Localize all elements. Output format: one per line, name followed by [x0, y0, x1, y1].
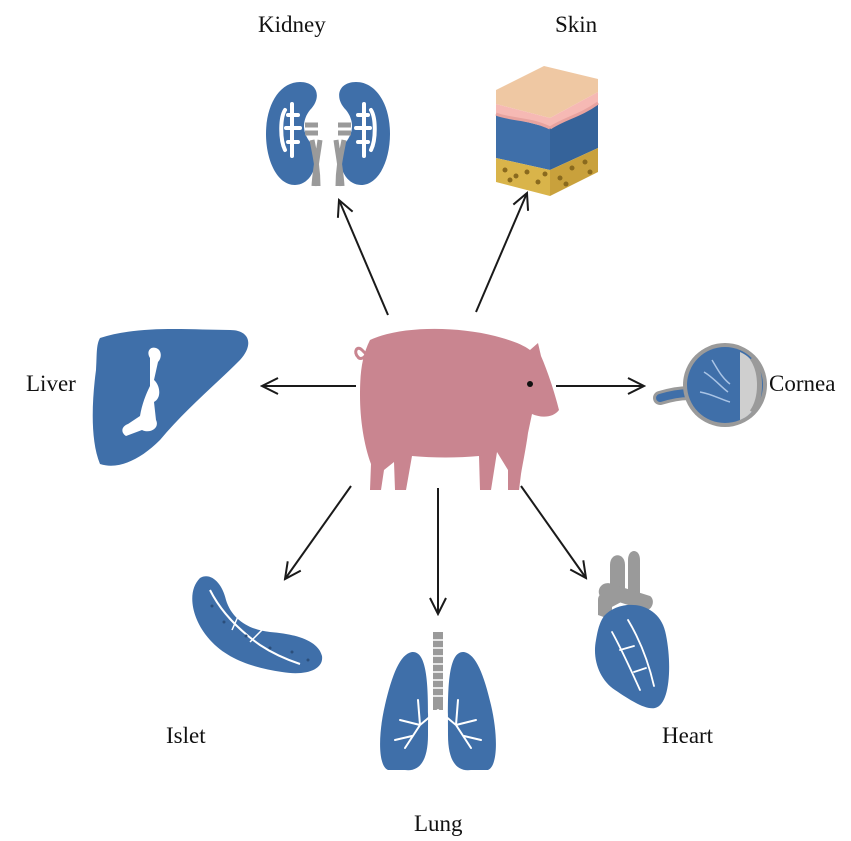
liver-icon [93, 329, 249, 466]
label-islet: Islet [166, 723, 206, 749]
label-skin: Skin [555, 12, 597, 38]
lung-icon [380, 632, 496, 770]
arrow-to-skin [476, 193, 527, 312]
label-cornea: Cornea [769, 371, 835, 397]
heart-icon [595, 551, 669, 708]
label-lung: Lung [414, 811, 463, 837]
pancreas-icon [192, 576, 322, 673]
arrow-to-heart [521, 486, 586, 578]
arrow-to-islet [285, 486, 351, 579]
eye-icon [660, 343, 767, 427]
skin-icon [496, 66, 598, 196]
arrow-to-kidney [339, 200, 388, 315]
kidney-icon [266, 82, 390, 186]
label-heart: Heart [662, 723, 713, 749]
label-kidney: Kidney [258, 12, 326, 38]
pig-icon [356, 329, 559, 490]
label-liver: Liver [26, 371, 76, 397]
